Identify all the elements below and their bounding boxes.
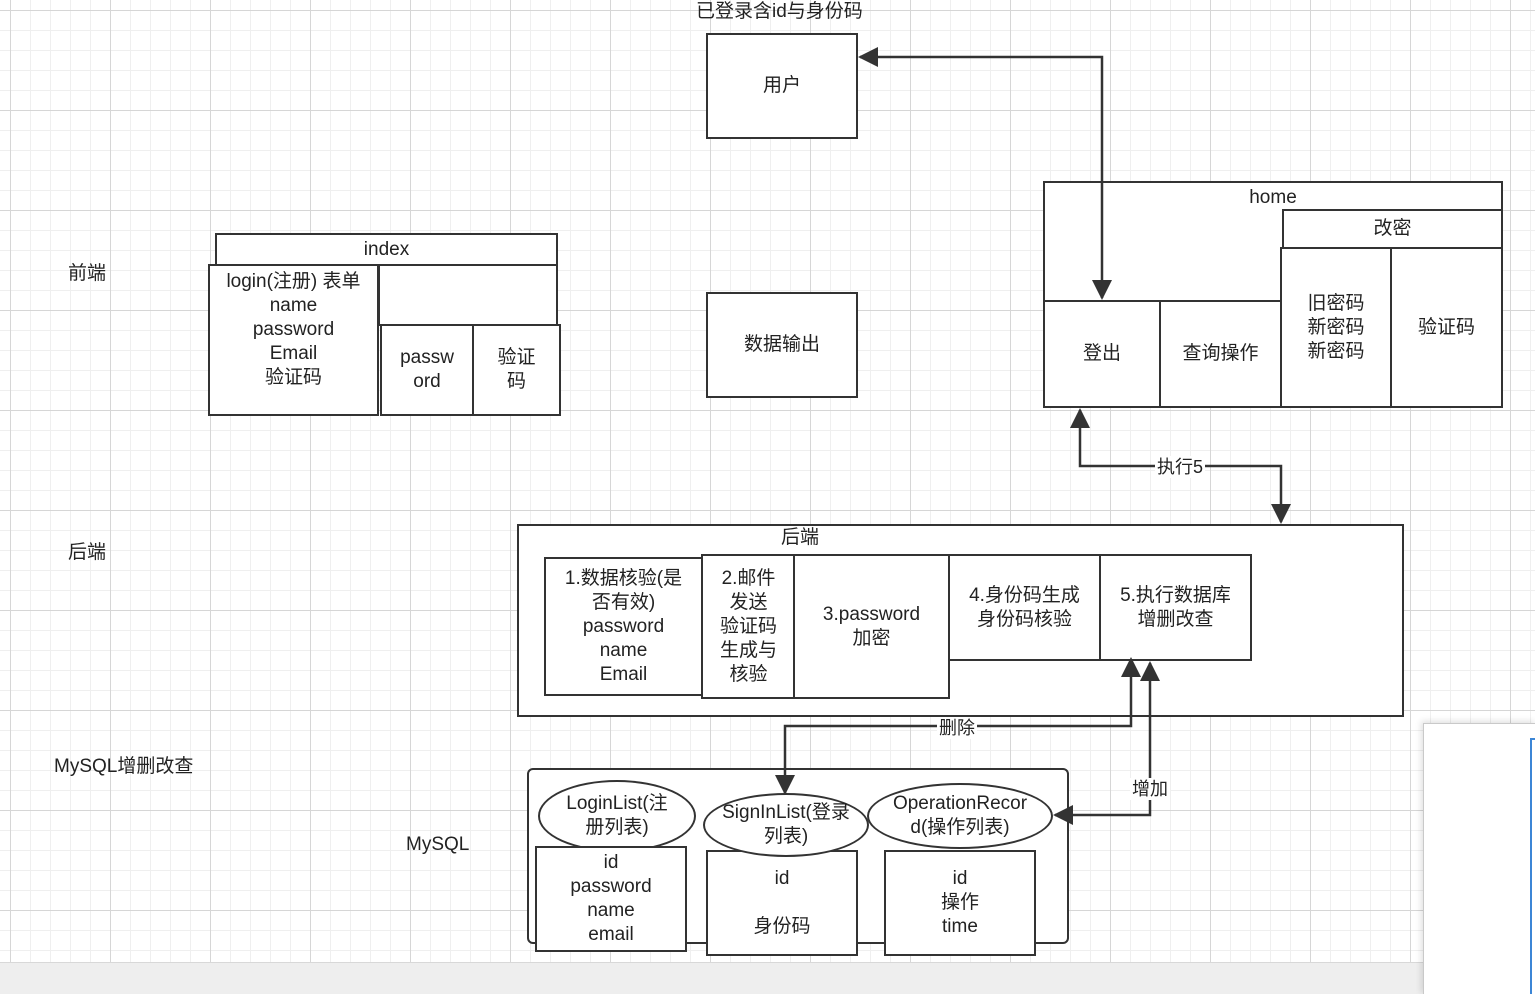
edge-label-add: 增加 [1130, 778, 1170, 800]
backend-step1-box[interactable]: 1.数据核验(是 否有效) password name Email [544, 557, 703, 696]
bottom-status-strip [0, 962, 1535, 994]
index-login-form-box[interactable]: login(注册) 表单 name password Email 验证码 [208, 264, 379, 416]
backend-step2-box[interactable]: 2.邮件 发送 验证码 生成与 核验 [701, 554, 796, 699]
side-panel [1423, 723, 1535, 994]
operation-record-ellipse[interactable]: OperationRecor d(操作列表) [867, 783, 1053, 849]
home-passwords-box[interactable]: 旧密码 新密码 新密码 [1280, 247, 1392, 408]
signin-list-fields-box[interactable]: id 身份码 [706, 850, 858, 956]
operation-record-fields-box[interactable]: id 操作 time [884, 850, 1036, 956]
edge-label-execute5: 执行5 [1155, 456, 1206, 478]
home-logout-box[interactable]: 登出 [1043, 300, 1161, 408]
backend-step3-box[interactable]: 3.password 加密 [793, 554, 950, 699]
index-captcha-box[interactable]: 验证 码 [472, 324, 561, 416]
backend-step5-box[interactable]: 5.执行数据库 增删改查 [1099, 554, 1252, 661]
home-query-box[interactable]: 查询操作 [1159, 300, 1282, 408]
layer-label-mysql-crud: MySQL增删改查 [54, 756, 194, 777]
backend-step4-box[interactable]: 4.身份码生成 身份码核验 [948, 554, 1101, 661]
login-list-ellipse[interactable]: LoginList(注 册列表) [538, 780, 696, 852]
layer-label-frontend: 前端 [68, 263, 107, 284]
login-list-fields-box[interactable]: id password name email [535, 846, 687, 952]
home-change-password-box[interactable]: 改密 [1282, 209, 1503, 249]
edge-label-delete: 删除 [937, 717, 977, 739]
layer-label-mysql: MySQL [406, 834, 470, 855]
user-box[interactable]: 用户 [706, 33, 858, 139]
home-captcha-box[interactable]: 验证码 [1390, 247, 1503, 408]
index-password-box[interactable]: passw ord [380, 324, 474, 416]
data-output-box[interactable]: 数据输出 [706, 292, 858, 398]
layer-label-backend: 后端 [68, 542, 107, 563]
side-panel-accent [1530, 738, 1535, 994]
index-title-box[interactable]: index [215, 233, 558, 266]
index-empty-box [378, 264, 558, 326]
user-caption: 已登录含id与身份码 [696, 1, 863, 22]
signin-list-ellipse[interactable]: SignInList(登录 列表) [703, 793, 869, 857]
